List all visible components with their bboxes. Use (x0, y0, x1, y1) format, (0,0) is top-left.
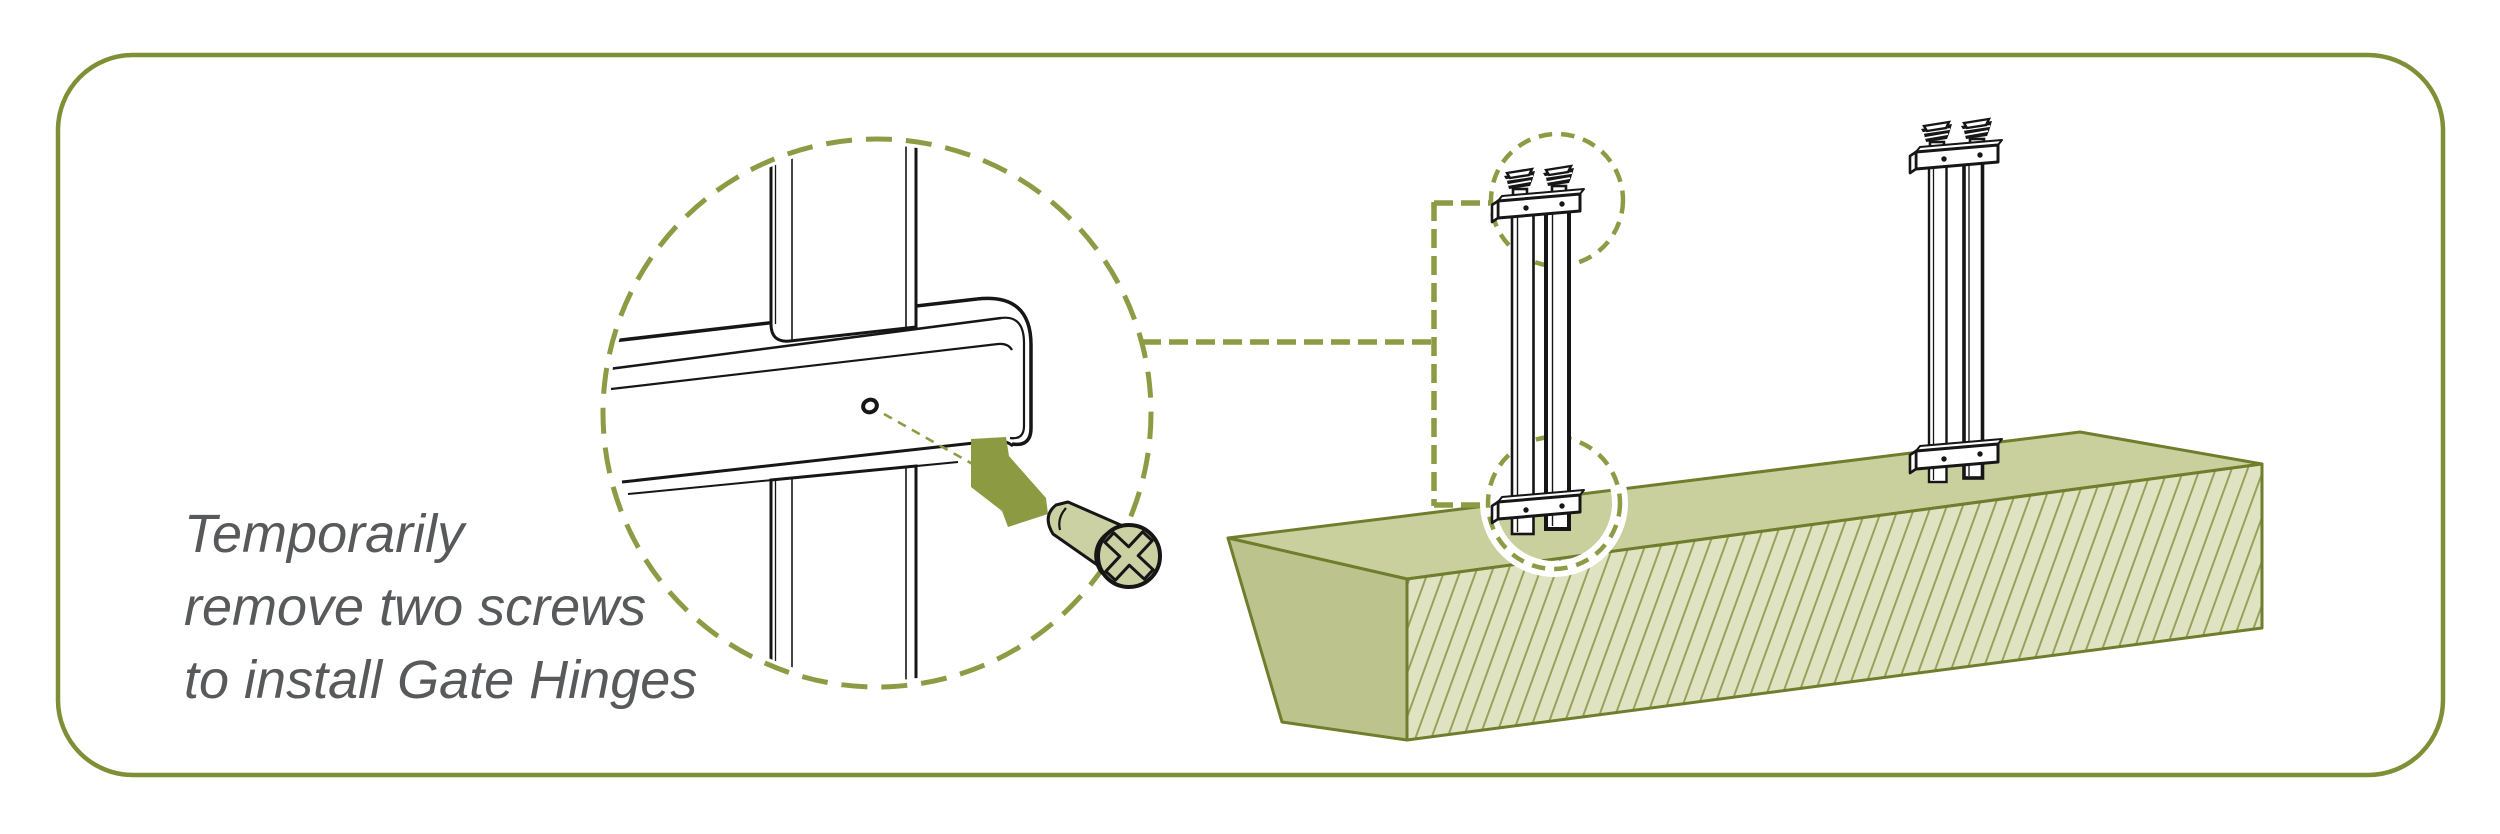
screw-tip-line (1058, 507, 1067, 531)
magnifier-circle (600, 136, 1154, 690)
phillips-cross-icon (1103, 530, 1155, 582)
post-rods (1927, 158, 1985, 484)
caption-line: Temporarily (184, 504, 465, 564)
detail-view (600, 136, 1162, 690)
wood-beam (1226, 430, 2264, 742)
screw-head-rim (1094, 530, 1111, 575)
removal-arrow-icon (971, 437, 1048, 527)
fence-post-upper (769, 145, 918, 343)
fence-post-lower (769, 464, 918, 681)
post-bracket-bottom (1908, 438, 2003, 475)
panel-frame (55, 52, 2446, 778)
screw-hole (861, 397, 879, 415)
post-rods (1510, 203, 1571, 536)
connector-line (1142, 200, 1490, 508)
highlight-circle-top (1488, 131, 1626, 269)
post-bracket-bottom (1490, 489, 1585, 525)
caption: Temporarily remove two screws to install… (184, 498, 697, 717)
post-bracket-top (1908, 139, 2003, 175)
hinge-post-right (1908, 117, 2003, 484)
caption-line: to install Gate Hinges (184, 650, 698, 710)
screw (1046, 500, 1162, 589)
post-bracket-top (1490, 188, 1585, 224)
hinge-post-left (1490, 164, 1585, 536)
beam-left-face (1226, 536, 1409, 742)
caption-line: remove two screws (184, 577, 647, 637)
